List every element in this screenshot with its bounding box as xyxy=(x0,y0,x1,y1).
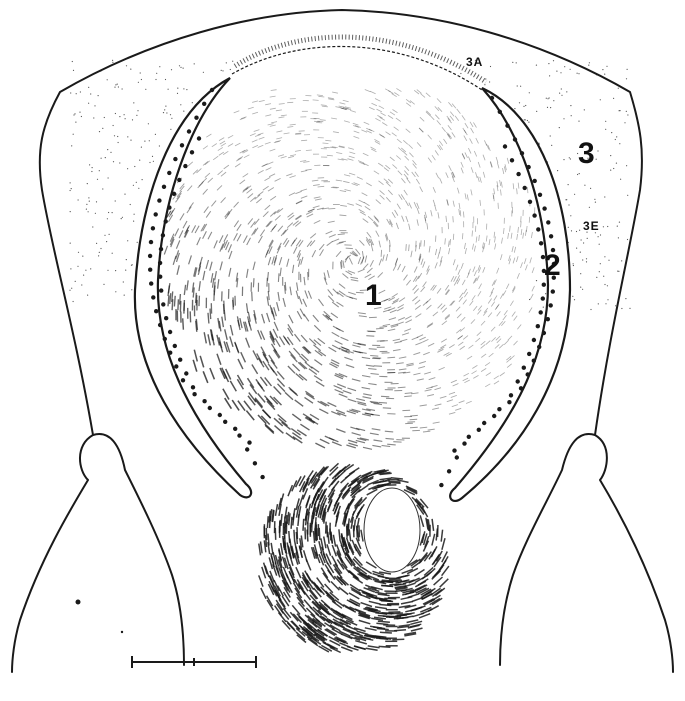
speck xyxy=(121,631,123,633)
region-1-hair-texture xyxy=(164,88,535,652)
label-region-3e: 3E xyxy=(583,219,600,233)
speck xyxy=(76,600,81,605)
label-region-1: 1 xyxy=(365,279,382,312)
left-lower-lobe xyxy=(12,434,184,672)
label-region-3: 3 xyxy=(578,137,595,170)
label-region-3a: 3A xyxy=(466,55,483,69)
scale-bar xyxy=(132,656,256,668)
label-region-2: 2 xyxy=(544,249,561,282)
opening xyxy=(364,488,420,572)
region-3a-hatch xyxy=(235,37,486,82)
region-3a-arc xyxy=(232,46,482,90)
right-lower-lobe xyxy=(500,434,673,672)
region-2-band-right xyxy=(450,88,570,501)
